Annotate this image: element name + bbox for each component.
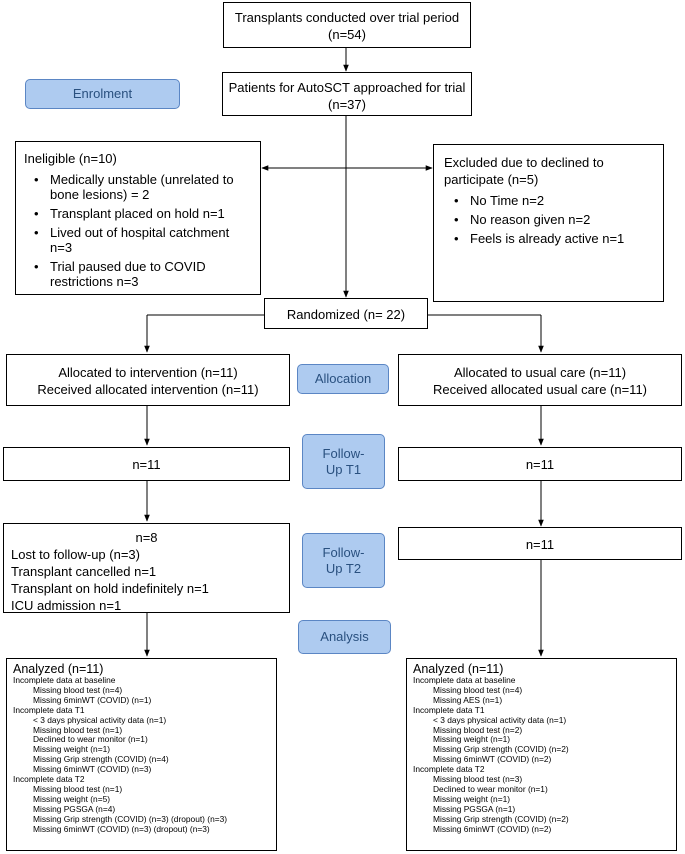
ineligible-title: Ineligible (n=10)	[24, 151, 117, 166]
usualcare-analysis-title: Analyzed (n=11)	[413, 662, 504, 676]
analysis-detail-item: Missing PGSGA (n=1)	[433, 803, 516, 814]
intervention-t2-reason: Lost to follow-up (n=3)	[11, 547, 140, 562]
analysis-section-heading: Incomplete data T2	[13, 774, 85, 785]
intervention-analysis-title: Analyzed (n=11)	[13, 662, 104, 676]
analysis-detail-item: Missing Grip strength (COVID) (n=4)	[33, 754, 169, 765]
intervention-t2-box: n=8 Lost to follow-up (n=3) Transplant c…	[3, 523, 290, 613]
intervention-t1-box: n=11	[3, 447, 290, 481]
stage-label-analysis: Analysis	[298, 620, 391, 654]
analysis-detail-item: Declined to wear monitor (n=1)	[33, 734, 148, 745]
analysis-detail-item: Missing 6minWT (COVID) (n=3) (dropout) (…	[33, 823, 210, 834]
excluded-list: No Time n=2 No reason given n=2 Feels is…	[444, 193, 655, 246]
approached-title: Patients for AutoSCT approached for tria…	[228, 80, 466, 95]
intervention-allocated: Allocated to intervention (n=11)	[58, 365, 238, 380]
analysis-detail-item: Declined to wear monitor (n=1)	[433, 783, 548, 794]
usualcare-t1-count: n=11	[525, 457, 555, 472]
intervention-t2-count: n=8	[135, 530, 158, 545]
transplants-total-box: Transplants conducted over trial period …	[223, 2, 471, 48]
analysis-detail-item: Missing blood test (n=3)	[433, 774, 523, 785]
excluded-item: No reason given n=2	[444, 212, 655, 227]
intervention-received: Received allocated intervention (n=11)	[37, 382, 259, 397]
usualcare-allocation-box: Allocated to usual care (n=11) Received …	[398, 354, 682, 406]
intervention-t2-reason: Transplant on hold indefinitely n=1	[11, 581, 209, 596]
analysis-section-heading: Incomplete data T1	[13, 704, 85, 715]
stage-label-enrolment: Enrolment	[25, 79, 180, 109]
approached-count: (n=37)	[328, 97, 366, 112]
analysis-detail-item: < 3 days physical activity data (n=1)	[433, 714, 567, 725]
ineligible-item: Trial paused due to COVID restrictions n…	[24, 259, 254, 289]
intervention-t2-reason: ICU admission n=1	[11, 598, 122, 613]
transplants-total-count: (n=54)	[328, 27, 366, 42]
usualcare-t2-count: n=11	[525, 537, 555, 552]
stage-label-followup-t1: Follow-Up T1	[302, 434, 385, 489]
analysis-detail-item: Missing blood test (n=4)	[33, 684, 123, 695]
excluded-item: No Time n=2	[444, 193, 655, 208]
usualcare-allocated: Allocated to usual care (n=11)	[453, 365, 627, 380]
analysis-detail-item: Missing blood test (n=1)	[33, 783, 123, 794]
randomized-text: Randomized (n= 22)	[286, 307, 406, 322]
approached-box: Patients for AutoSCT approached for tria…	[222, 72, 472, 116]
usualcare-t2-box: n=11	[398, 527, 682, 560]
usualcare-t1-box: n=11	[398, 447, 682, 481]
ineligible-item: Medically unstable (unrelated to bone le…	[24, 172, 254, 202]
analysis-section-heading: Incomplete data at baseline	[13, 675, 116, 685]
analysis-detail-item: Missing weight (n=5)	[33, 793, 111, 804]
analysis-detail-item: < 3 days physical activity data (n=1)	[33, 714, 167, 725]
analysis-detail-item: Missing 6minWT (COVID) (n=2)	[433, 754, 552, 765]
excluded-title: Excluded due to declined to participate …	[444, 155, 604, 187]
ineligible-list: Medically unstable (unrelated to bone le…	[24, 172, 254, 289]
analysis-detail-item: Missing blood test (n=1)	[33, 724, 123, 735]
analysis-detail-item: Missing 6minWT (COVID) (n=1)	[33, 694, 152, 705]
stage-label-followup-t2: Follow-Up T2	[302, 533, 385, 588]
intervention-analysis-box: Analyzed (n=11) Incomplete data at basel…	[6, 658, 277, 851]
analysis-detail-item: Missing weight (n=1)	[33, 744, 111, 755]
ineligible-item: Transplant placed on hold n=1	[24, 206, 254, 221]
randomized-box: Randomized (n= 22)	[264, 298, 428, 329]
analysis-section-heading: Incomplete data T1	[413, 704, 485, 715]
ineligible-box: Ineligible (n=10) Medically unstable (un…	[15, 141, 261, 295]
analysis-detail-item: Missing PGSGA (n=4)	[33, 803, 116, 814]
analysis-detail-item: Missing weight (n=1)	[433, 734, 511, 745]
analysis-detail-item: Missing Grip strength (COVID) (n=2)	[433, 744, 569, 755]
analysis-detail-item: Missing Grip strength (COVID) (n=2)	[433, 813, 569, 824]
analysis-detail-item: Missing blood test (n=4)	[433, 684, 523, 695]
excluded-box: Excluded due to declined to participate …	[433, 144, 664, 302]
analysis-detail-item: Missing AES (n=1)	[433, 694, 503, 705]
usualcare-received: Received allocated usual care (n=11)	[432, 382, 648, 397]
intervention-t2-reason: Transplant cancelled n=1	[11, 564, 157, 579]
analysis-section-heading: Incomplete data at baseline	[413, 675, 516, 685]
analysis-detail-item: Missing 6minWT (COVID) (n=2)	[433, 823, 552, 834]
stage-label-allocation: Allocation	[297, 364, 389, 394]
analysis-detail-item: Missing weight (n=1)	[433, 793, 511, 804]
analysis-detail-item: Missing Grip strength (COVID) (n=3) (dro…	[33, 813, 228, 824]
excluded-item: Feels is already active n=1	[444, 231, 655, 246]
ineligible-item: Lived out of hospital catchment n=3	[24, 225, 254, 255]
transplants-total-title: Transplants conducted over trial period	[234, 10, 460, 25]
intervention-t1-count: n=11	[132, 457, 161, 472]
analysis-detail-item: Missing 6minWT (COVID) (n=3)	[33, 764, 152, 775]
usualcare-analysis-box: Analyzed (n=11) Incomplete data at basel…	[406, 658, 677, 851]
analysis-section-heading: Incomplete data T2	[413, 764, 485, 775]
analysis-detail-item: Missing blood test (n=2)	[433, 724, 523, 735]
intervention-allocation-box: Allocated to intervention (n=11) Receive…	[6, 354, 290, 406]
